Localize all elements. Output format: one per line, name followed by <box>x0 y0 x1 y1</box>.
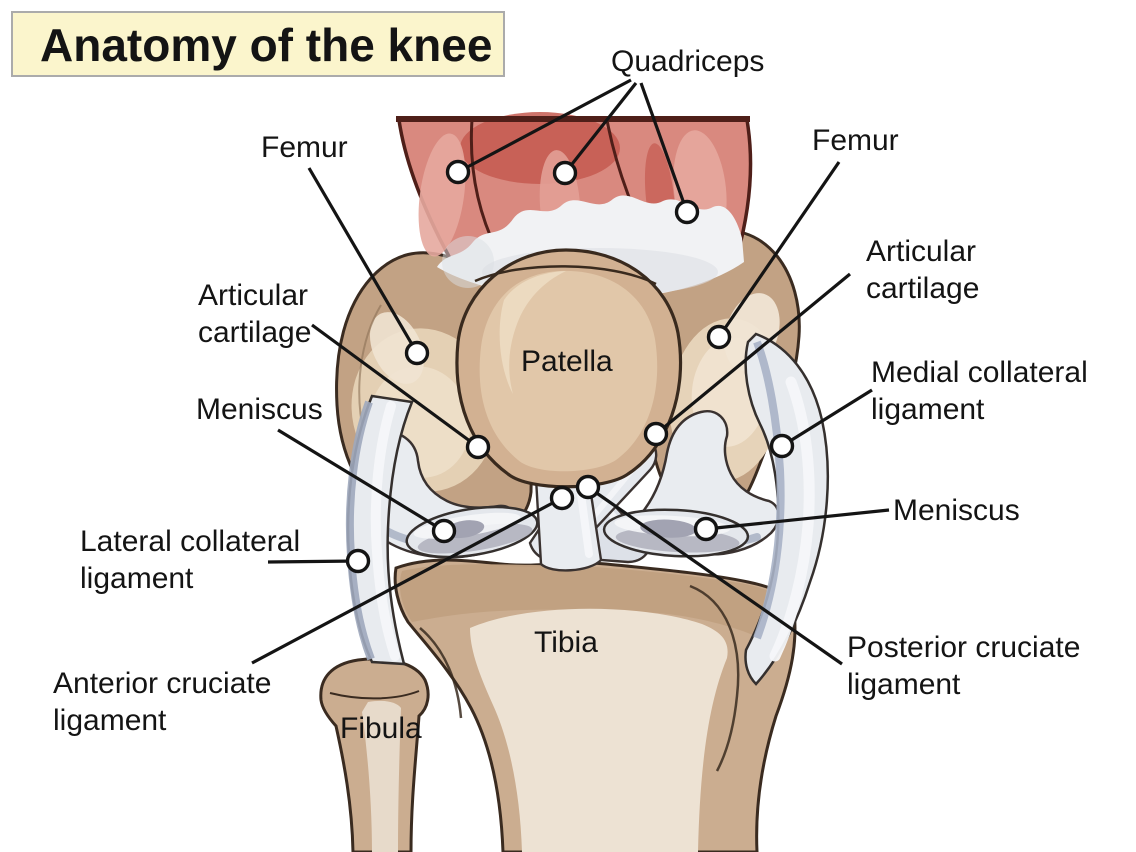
patella-label: Patella <box>521 345 613 378</box>
mcl-band <box>744 332 830 686</box>
femur-right-leader-line <box>717 161 841 338</box>
medial-collateral-ligament-leader-line <box>781 388 873 448</box>
tibia-bone <box>393 558 797 852</box>
lateral-collateral-ligament-label: ligament <box>80 562 194 595</box>
quadriceps-leader-line <box>639 82 689 213</box>
articular-cartilage-right-marker <box>643 421 669 447</box>
tibia-label: Tibia <box>534 626 598 659</box>
page-title: Anatomy of the knee <box>40 19 492 71</box>
quadriceps-marker <box>445 159 471 185</box>
articular-cartilage-left-label: Articular <box>198 279 308 312</box>
tendon-shading <box>442 236 494 288</box>
patella-bone <box>455 248 683 489</box>
articular-cartilage-right-label: Articular <box>866 235 976 268</box>
tibia-plateau-band <box>399 564 789 646</box>
femur-right-label: Femur <box>812 124 899 157</box>
fibula-head-cap-line <box>329 690 420 700</box>
patella-fold-line <box>474 265 657 286</box>
quadriceps-leader-line <box>457 78 632 174</box>
patella-inner-surface <box>479 270 658 472</box>
articular-cartilage-left-marker <box>465 434 491 460</box>
lateral-collateral-ligament-label: Lateral collateral <box>80 525 300 558</box>
mcl-shade <box>753 340 785 640</box>
lateral-collateral-ligament-leader-line <box>267 559 359 564</box>
femur-left-leader-line <box>307 167 419 354</box>
articular-cartilage-right-label: cartilage <box>866 272 979 305</box>
articular-cartilage-left-label: cartilage <box>198 316 311 349</box>
fibula-bone <box>319 657 430 852</box>
quadriceps-marker <box>552 160 578 186</box>
fibula-light-center <box>362 700 401 852</box>
posterior-cruciate-ligament-label: Posterior cruciate <box>847 631 1080 664</box>
meniscus-left-label: Meniscus <box>196 393 323 426</box>
meniscus-right-marker <box>693 516 719 542</box>
meniscus-right-label: Meniscus <box>893 494 1020 527</box>
lcl-highlight <box>370 401 400 661</box>
tibia-inner-line-left <box>419 627 463 719</box>
title-background <box>11 11 505 77</box>
medial-collateral-ligament-marker <box>769 433 795 459</box>
posterior-cruciate-ligament-marker <box>575 474 601 500</box>
patella-sheen <box>499 271 566 394</box>
tibia-light-center <box>470 608 728 852</box>
anterior-cruciate-ligament-label: ligament <box>53 704 167 737</box>
anterior-cruciate-ligament-leader-line <box>251 496 563 665</box>
fibula-label: Fibula <box>340 712 422 745</box>
femur-left-marker <box>404 340 430 366</box>
anterior-cruciate-ligament-marker <box>549 485 575 511</box>
femur-left-label: Femur <box>261 131 348 164</box>
medial-collateral-ligament-label: ligament <box>871 393 985 426</box>
lateral-collateral-ligament-marker <box>345 548 371 574</box>
title-box: Anatomy of the knee <box>11 11 505 77</box>
quadriceps-marker <box>674 199 700 225</box>
tibia-inner-line-right <box>689 584 740 772</box>
femur-right-marker <box>706 324 732 350</box>
quadriceps-label: Quadriceps <box>611 45 764 78</box>
articular-cartilage-right-leader-line <box>654 272 852 436</box>
meniscus-right-leader-line <box>705 508 890 531</box>
muscle-shading <box>460 112 620 184</box>
medial-collateral-ligament-label: Medial collateral <box>871 356 1088 389</box>
articular-cartilage-left-leader-line <box>311 323 479 449</box>
meniscus-left-leader-line <box>277 428 445 533</box>
femur-left-cartilage-sheen <box>369 312 425 384</box>
posterior-cruciate-ligament-label: ligament <box>847 668 961 701</box>
meniscus-left-shade <box>417 523 533 554</box>
meniscus-left-marker <box>431 518 457 544</box>
posterior-cruciate-ligament-leader-line <box>587 485 843 666</box>
anterior-cruciate-ligament-label: Anterior cruciate <box>53 667 271 700</box>
mcl-highlight <box>769 376 815 662</box>
quadriceps-leader-line <box>563 82 638 174</box>
